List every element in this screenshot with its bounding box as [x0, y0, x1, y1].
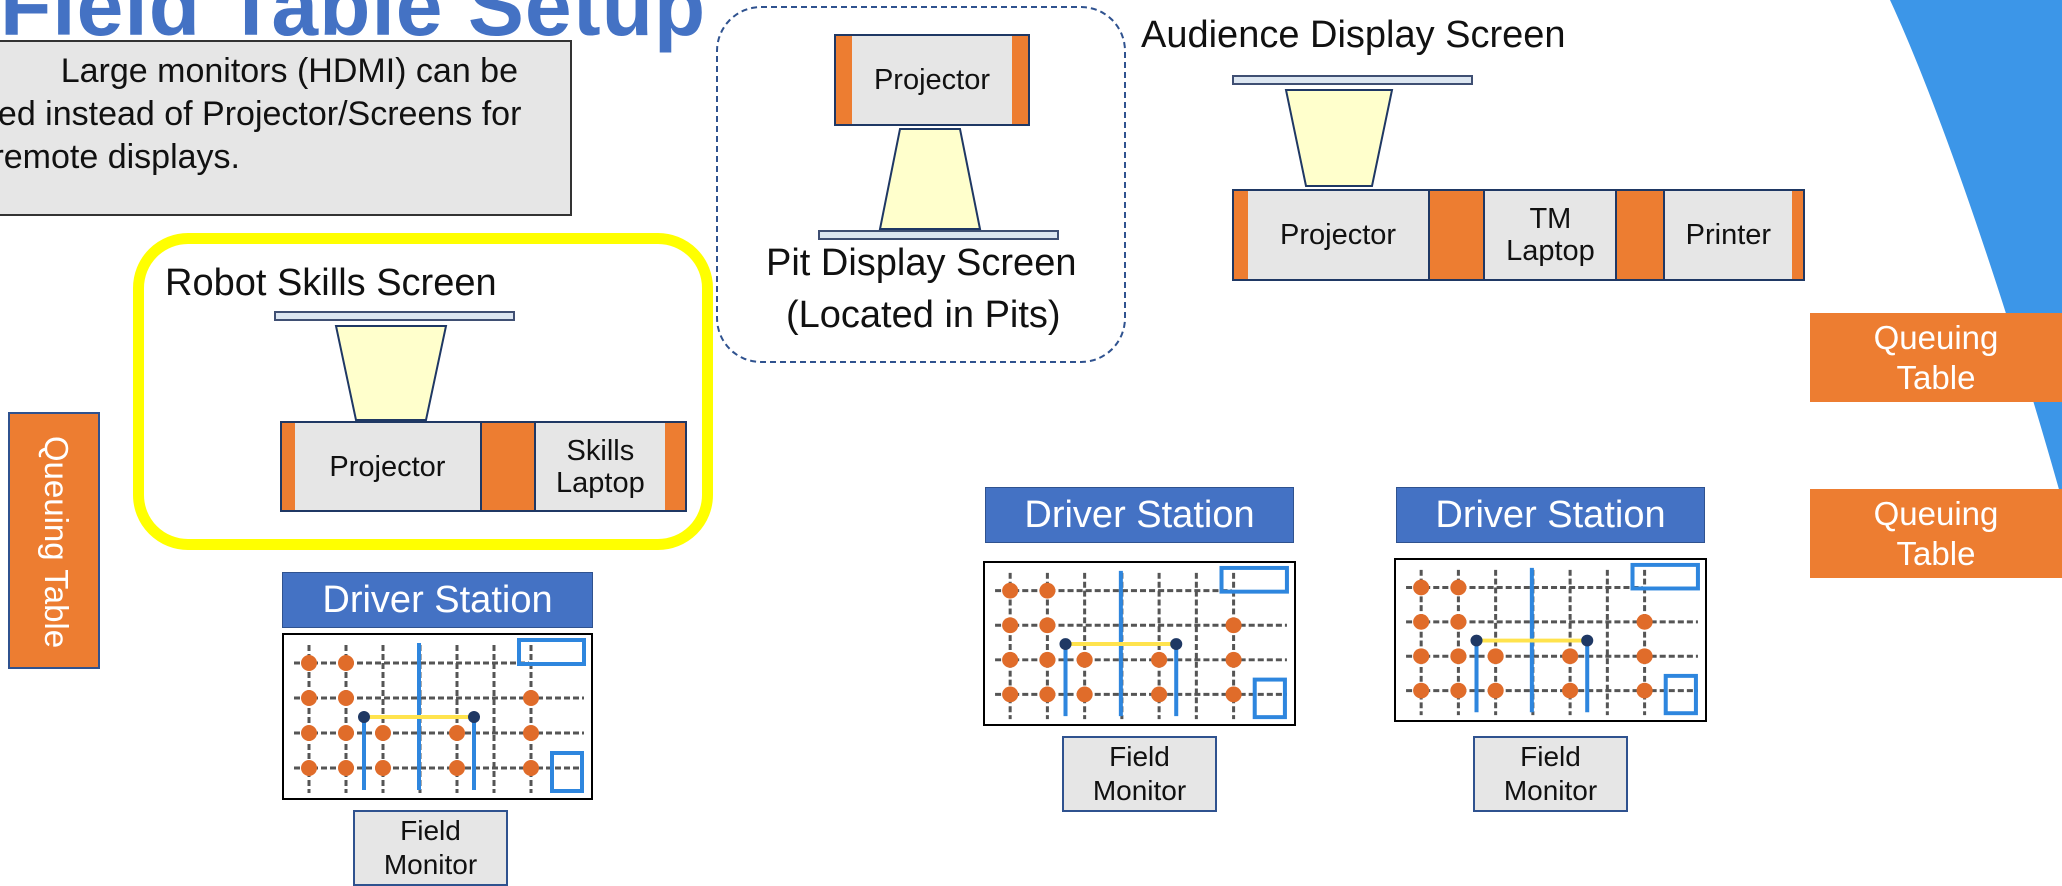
audience-tm-laptop: TM Laptop [1483, 191, 1618, 279]
robot-skills-beam [334, 325, 448, 421]
queuing-table-right-2: Queuing Table [1810, 489, 2062, 578]
field-monitor-display-2 [983, 561, 1296, 726]
queuing-table-right-1: Queuing Table [1810, 313, 2062, 402]
field-grid-image-3 [1406, 562, 1700, 716]
field-grid-image-2 [995, 565, 1289, 720]
robot-skills-highlight [133, 233, 713, 550]
field-grid-image-1 [294, 638, 586, 793]
field-monitor-display-3 [1394, 558, 1707, 722]
robot-skills-projector: Projector [294, 423, 482, 510]
driver-station-1: Driver Station [282, 572, 593, 628]
driver-station-3: Driver Station [1396, 487, 1705, 543]
robot-skills-laptop: Skills Laptop [533, 423, 666, 510]
pit-screen-label: Pit Display Screen [766, 242, 1077, 284]
pit-display-group [716, 6, 1126, 363]
pit-screen [818, 230, 1059, 240]
audience-table: Projector TM Laptop Printer [1232, 189, 1805, 281]
audience-projector: Projector [1247, 191, 1431, 279]
pit-projector: Projector [851, 36, 1013, 124]
queuing-table-left-label: Queuing Table [38, 435, 75, 649]
audience-screen-label: Audience Display Screen [1141, 14, 1566, 56]
note-line-3: remote displays. [0, 138, 240, 176]
pit-screen-location: (Located in Pits) [786, 294, 1061, 336]
note-line-1: Large monitors (HDMI) can be [60, 52, 518, 90]
background-arc [1890, 0, 2062, 500]
note-line-2: used instead of Projector/Screens for [0, 95, 522, 133]
driver-station-2: Driver Station [985, 487, 1294, 543]
monitor-note: Large monitors (HDMI) can be used instea… [0, 40, 572, 216]
field-monitor-1: Field Monitor [353, 810, 508, 886]
audience-beam [1284, 89, 1394, 187]
audience-printer: Printer [1662, 191, 1793, 279]
pit-beam [878, 128, 982, 230]
robot-skills-screen-label: Robot Skills Screen [165, 262, 497, 304]
pit-projector-unit: Projector [834, 34, 1030, 126]
field-monitor-display-1 [282, 633, 593, 800]
robot-skills-table: Projector Skills Laptop [280, 421, 687, 512]
robot-skills-screen [274, 311, 515, 321]
field-monitor-3: Field Monitor [1473, 736, 1628, 812]
field-monitor-2: Field Monitor [1062, 736, 1217, 812]
queuing-table-left: Queuing Table [8, 412, 100, 669]
audience-screen [1232, 75, 1473, 85]
